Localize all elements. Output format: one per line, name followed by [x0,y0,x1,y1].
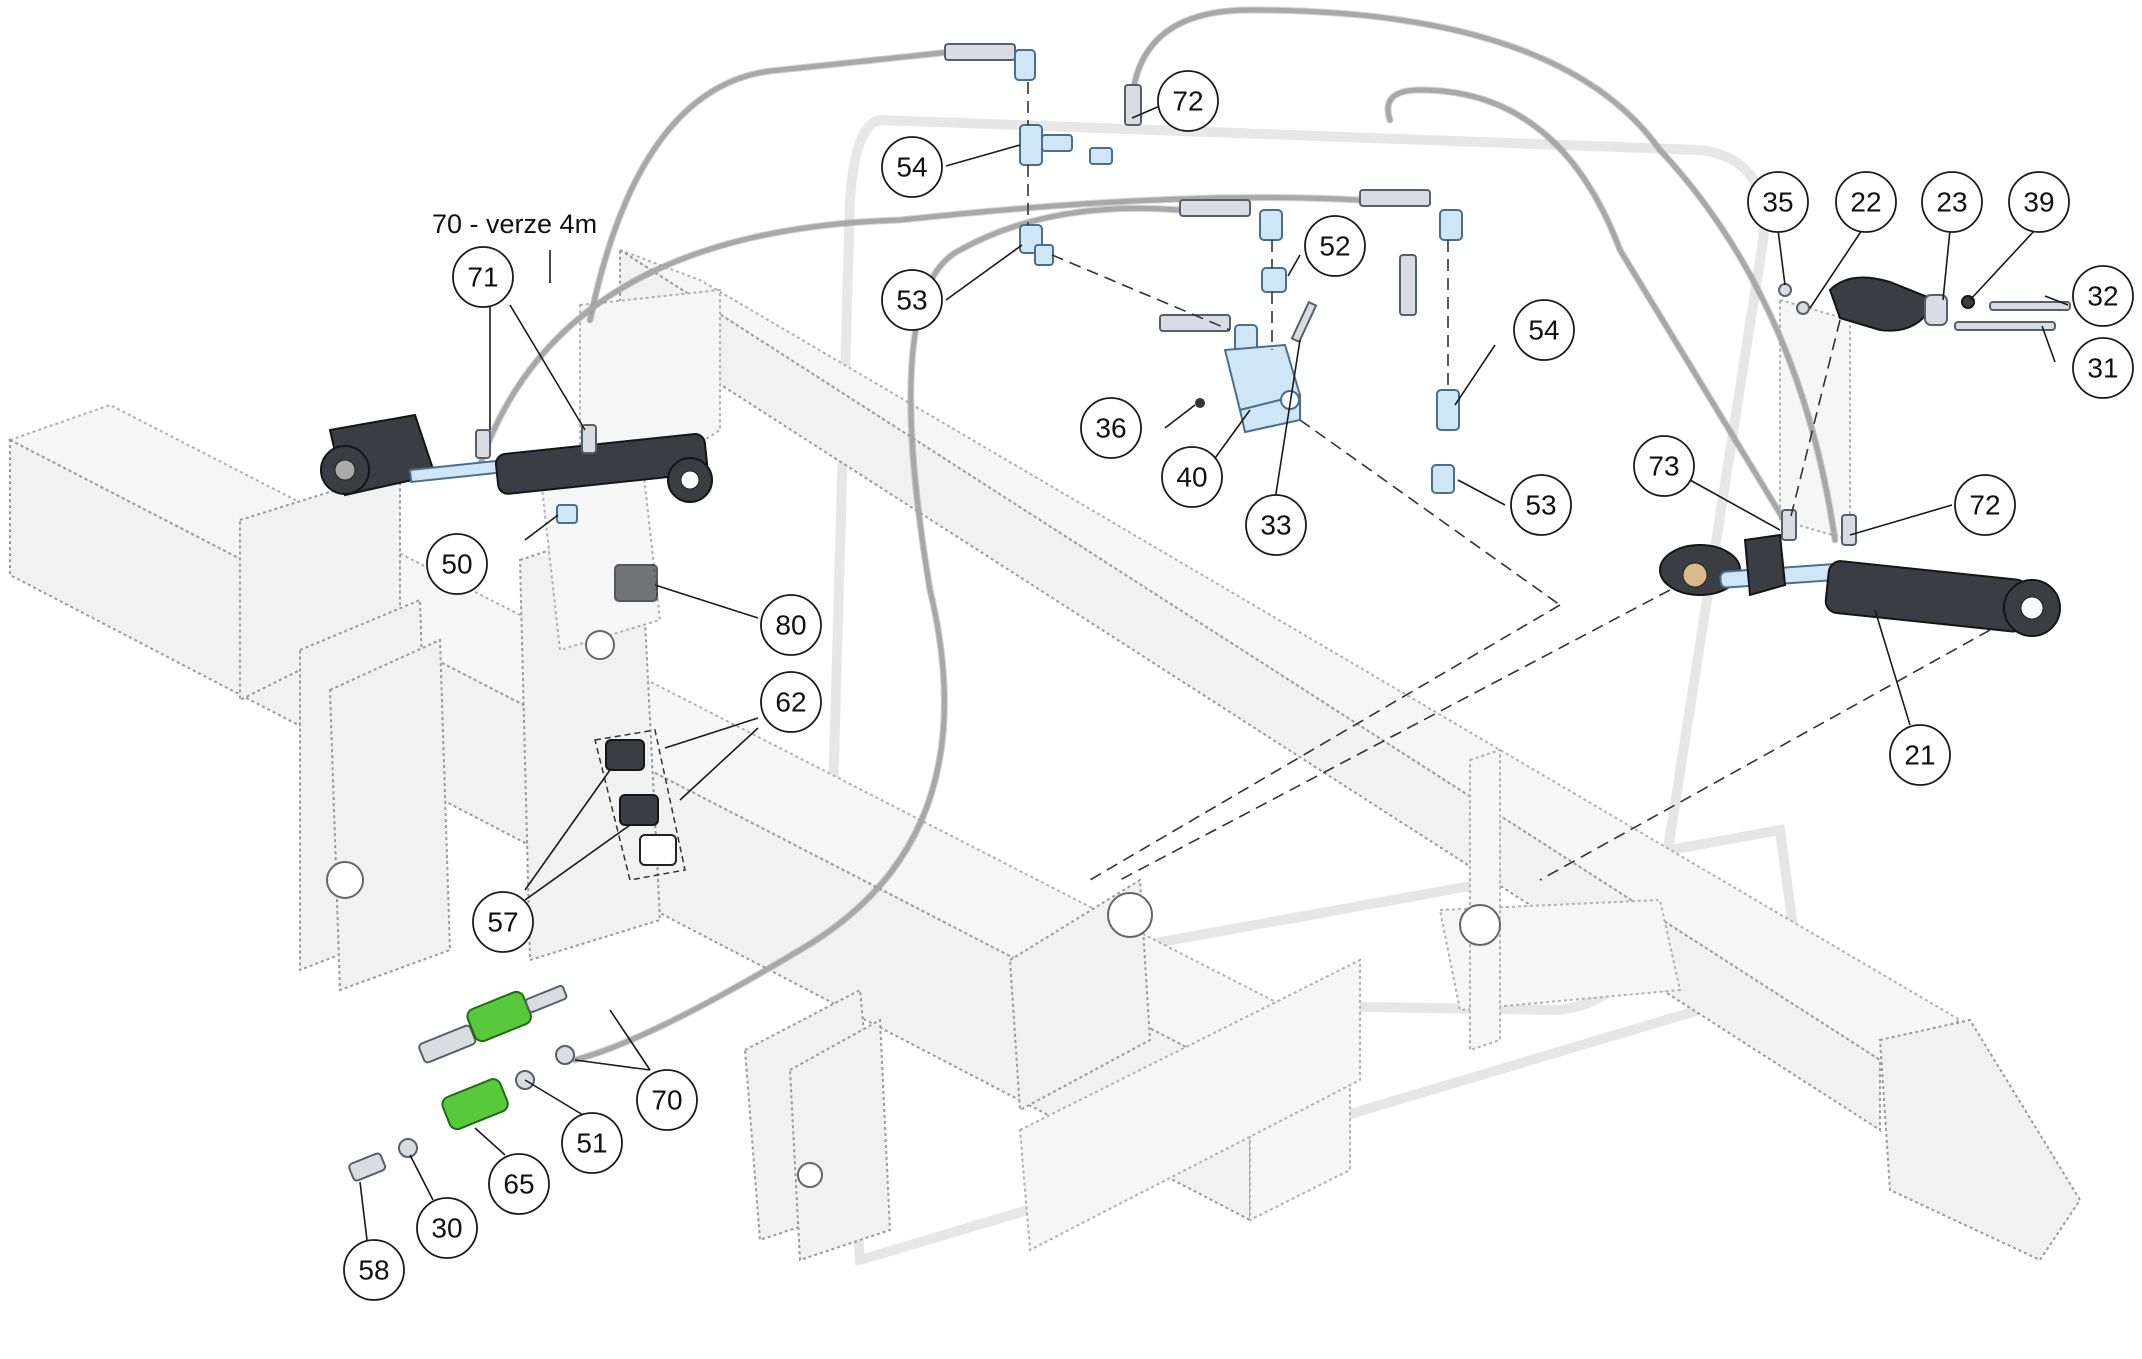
svg-text:31: 31 [2087,353,2118,384]
callout-31: 31 [2072,337,2134,399]
leader-lines [359,105,2069,1241]
svg-text:39: 39 [2023,187,2054,218]
svg-text:65: 65 [503,1169,534,1200]
svg-text:32: 32 [2087,281,2118,312]
hose-fittings [944,43,1463,354]
svg-text:50: 50 [441,549,472,580]
callout-bubbles: 72 54 53 52 54 36 40 33 53 71 50 80 62 5… [343,70,2134,1301]
svg-text:30: 30 [431,1213,462,1244]
svg-text:54: 54 [1528,315,1559,346]
svg-text:51: 51 [576,1128,607,1159]
svg-text:54: 54 [896,152,927,183]
svg-text:52: 52 [1319,231,1350,262]
right-hydraulic-cylinder [1659,509,2061,637]
callout-80: 80 [760,594,822,656]
svg-text:80: 80 [775,610,806,641]
svg-text:36: 36 [1095,413,1126,444]
svg-text:58: 58 [358,1255,389,1286]
callout-53: 53 [881,269,943,331]
callout-72: 72 [1954,474,2016,536]
callout-23: 23 [1921,171,1983,233]
callout-51: 51 [561,1112,623,1174]
callout-70: 70 [636,1069,698,1131]
svg-text:70: 70 [651,1085,682,1116]
valve-block [1195,300,1318,434]
callout-33: 33 [1245,494,1307,556]
callout-57: 57 [472,891,534,953]
callout-30: 30 [416,1197,478,1259]
lock-bracket-assembly [1778,276,2071,332]
callout-54: 54 [881,136,943,198]
svg-text:33: 33 [1260,510,1291,541]
callout-52: 52 [1304,215,1366,277]
callout-39: 39 [2008,171,2070,233]
callout-35: 35 [1747,171,1809,233]
svg-text:22: 22 [1850,187,1881,218]
callout-58: 58 [343,1239,405,1301]
version-caption: 70 - verze 4m [432,209,597,239]
svg-text:40: 40 [1176,462,1207,493]
svg-text:72: 72 [1172,86,1203,117]
svg-text:72: 72 [1969,490,2000,521]
callout-72: 72 [1157,70,1219,132]
callout-62: 62 [760,671,822,733]
svg-text:23: 23 [1936,187,1967,218]
callout-53: 53 [1510,474,1572,536]
callout-22: 22 [1835,171,1897,233]
callout-40: 40 [1161,446,1223,508]
quick-coupling-set [348,984,575,1182]
svg-text:57: 57 [487,907,518,938]
callout-73: 73 [1633,435,1695,497]
svg-text:53: 53 [896,285,927,316]
assembly-guide-lines [1027,82,1991,881]
svg-text:35: 35 [1762,187,1793,218]
callout-71: 71 [452,246,514,308]
callout-50: 50 [426,533,488,595]
svg-text:62: 62 [775,687,806,718]
hose-end-fitting [944,43,1016,61]
svg-text:73: 73 [1648,451,1679,482]
svg-text:21: 21 [1904,740,1935,771]
callout-54: 54 [1513,299,1575,361]
svg-text:71: 71 [467,262,498,293]
adapter-fitting [1261,267,1287,293]
left-hydraulic-cylinder [320,413,713,524]
hydraulic-hoses [476,6,1839,1064]
electrical-components [594,564,686,881]
callout-65: 65 [488,1153,550,1215]
callout-36: 36 [1080,397,1142,459]
tee-fitting [1019,124,1043,166]
callout-21: 21 [1889,724,1951,786]
svg-text:53: 53 [1525,490,1556,521]
callout-32: 32 [2072,265,2134,327]
chassis-frame [7,248,2082,1262]
